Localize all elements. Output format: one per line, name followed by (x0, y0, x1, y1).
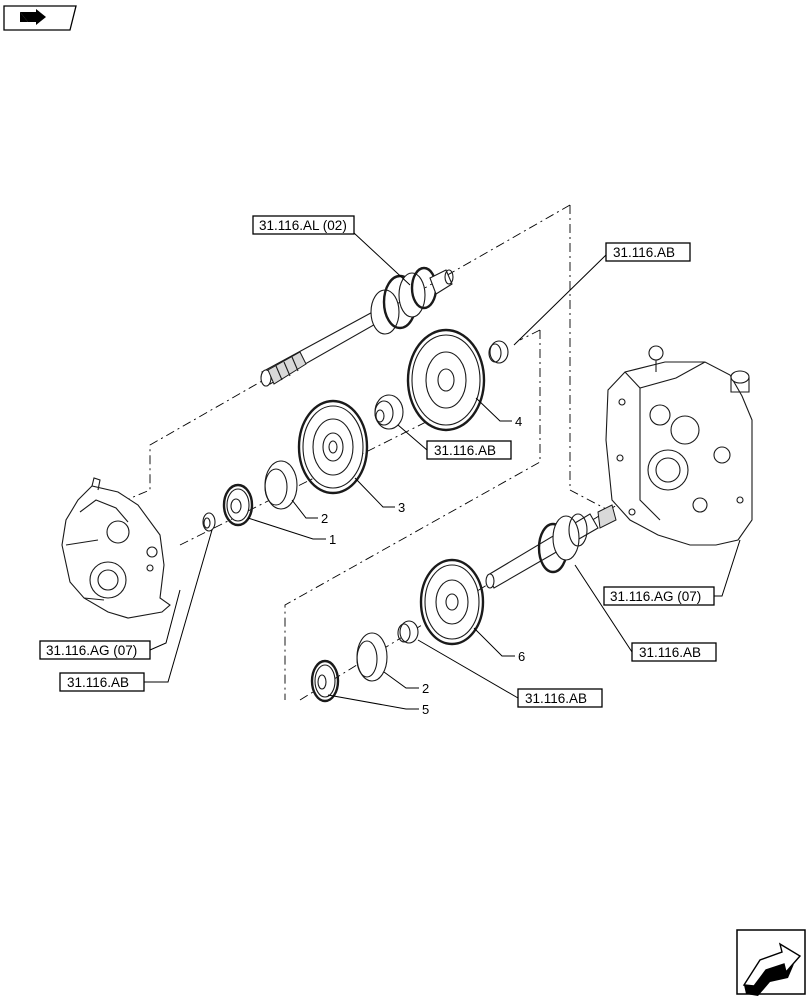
lower-bearing (397, 620, 419, 644)
callout-3: 3 (398, 500, 405, 515)
middle-bearing (374, 394, 404, 430)
next-page-arrow-icon[interactable] (736, 929, 806, 996)
svg-text:31.116.AB: 31.116.AB (434, 443, 496, 458)
svg-text:31.116.AB: 31.116.AB (525, 691, 587, 706)
gear-6 (419, 558, 485, 646)
ref-box-ab-bottom[interactable]: 31.116.AB (517, 688, 603, 708)
svg-text:31.116.AG (07): 31.116.AG (07) (610, 589, 701, 604)
ref-box-ab-top-right[interactable]: 31.116.AB (605, 242, 691, 262)
callout-1: 1 (329, 532, 336, 547)
callout-4: 4 (515, 414, 522, 429)
sync-ring-2-upper (264, 460, 298, 510)
svg-text:31.116.AG (07): 31.116.AG (07) (46, 643, 137, 658)
ref-box-ag07-left[interactable]: 31.116.AG (07) (39, 640, 151, 660)
callout-2-upper: 2 (321, 511, 328, 526)
svg-text:31.116.AB: 31.116.AB (67, 675, 129, 690)
ref-box-ab-right[interactable]: 31.116.AB (631, 642, 717, 662)
callout-5: 5 (422, 702, 429, 717)
upper-shaft (260, 266, 454, 387)
upper-bearing (488, 340, 509, 364)
ref-box-ab-mid[interactable]: 31.116.AB (426, 440, 512, 460)
sync-ring-2-lower (356, 632, 388, 682)
ref-box-ag07-right[interactable]: 31.116.AG (07) (603, 586, 715, 606)
right-housing (605, 345, 753, 546)
left-housing (61, 477, 171, 619)
left-washer (202, 512, 216, 532)
gear-3 (297, 399, 369, 495)
svg-text:31.116.AL (02): 31.116.AL (02) (259, 218, 347, 233)
leader-lines (144, 232, 741, 710)
svg-text:31.116.AB: 31.116.AB (639, 645, 701, 660)
book-arrow-icon[interactable] (3, 5, 77, 31)
ref-box-ab-left[interactable]: 31.116.AB (59, 672, 145, 692)
svg-text:31.116.AB: 31.116.AB (613, 245, 675, 260)
gear-1 (222, 483, 254, 527)
callout-2-lower: 2 (422, 681, 429, 696)
lower-shaft (485, 504, 617, 589)
gear-4 (406, 328, 486, 432)
ref-box-al02[interactable]: 31.116.AL (02) (252, 215, 355, 235)
gear-5 (310, 659, 340, 703)
callout-6: 6 (518, 649, 525, 664)
